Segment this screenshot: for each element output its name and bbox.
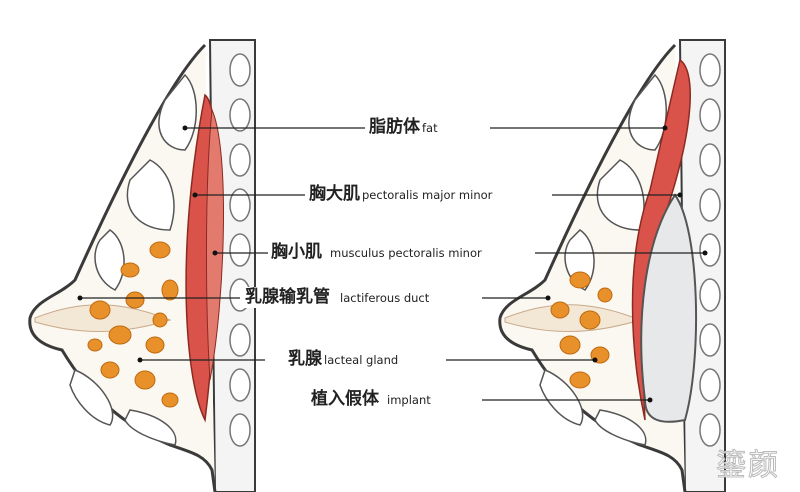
- label-implant: 植入假体 implant: [308, 389, 434, 410]
- label-en: implant: [387, 393, 431, 407]
- label-en: fat: [422, 121, 438, 135]
- label-zh: 脂肪体: [369, 117, 420, 137]
- label-zh: 乳腺输乳管: [245, 287, 330, 307]
- label-pectoralis-minor: 胸小肌 musculus pectoralis minor: [268, 242, 485, 263]
- label-en: pectoralis major minor: [362, 188, 493, 202]
- natural-breast-figure: [28, 38, 257, 492]
- label-en: musculus pectoralis minor: [330, 246, 482, 260]
- label-zh: 乳腺: [288, 349, 322, 369]
- implant: [640, 193, 698, 423]
- augmented-breast-figure: [498, 38, 727, 492]
- label-en: lacteal gland: [324, 353, 399, 367]
- lacteal-gland-lobules: [87, 241, 179, 408]
- leader-lines: [80, 127, 705, 401]
- label-zh: 植入假体: [311, 389, 379, 409]
- watermark: 鎏颜: [716, 448, 780, 484]
- pectoralis-minor: [205, 108, 224, 381]
- label-zh: 胸小肌: [271, 242, 322, 262]
- label-lactiferous-duct: 乳腺输乳管 lactiferous duct: [242, 287, 433, 308]
- label-zh: 胸大肌: [309, 184, 360, 204]
- label-en: lactiferous duct: [340, 291, 430, 305]
